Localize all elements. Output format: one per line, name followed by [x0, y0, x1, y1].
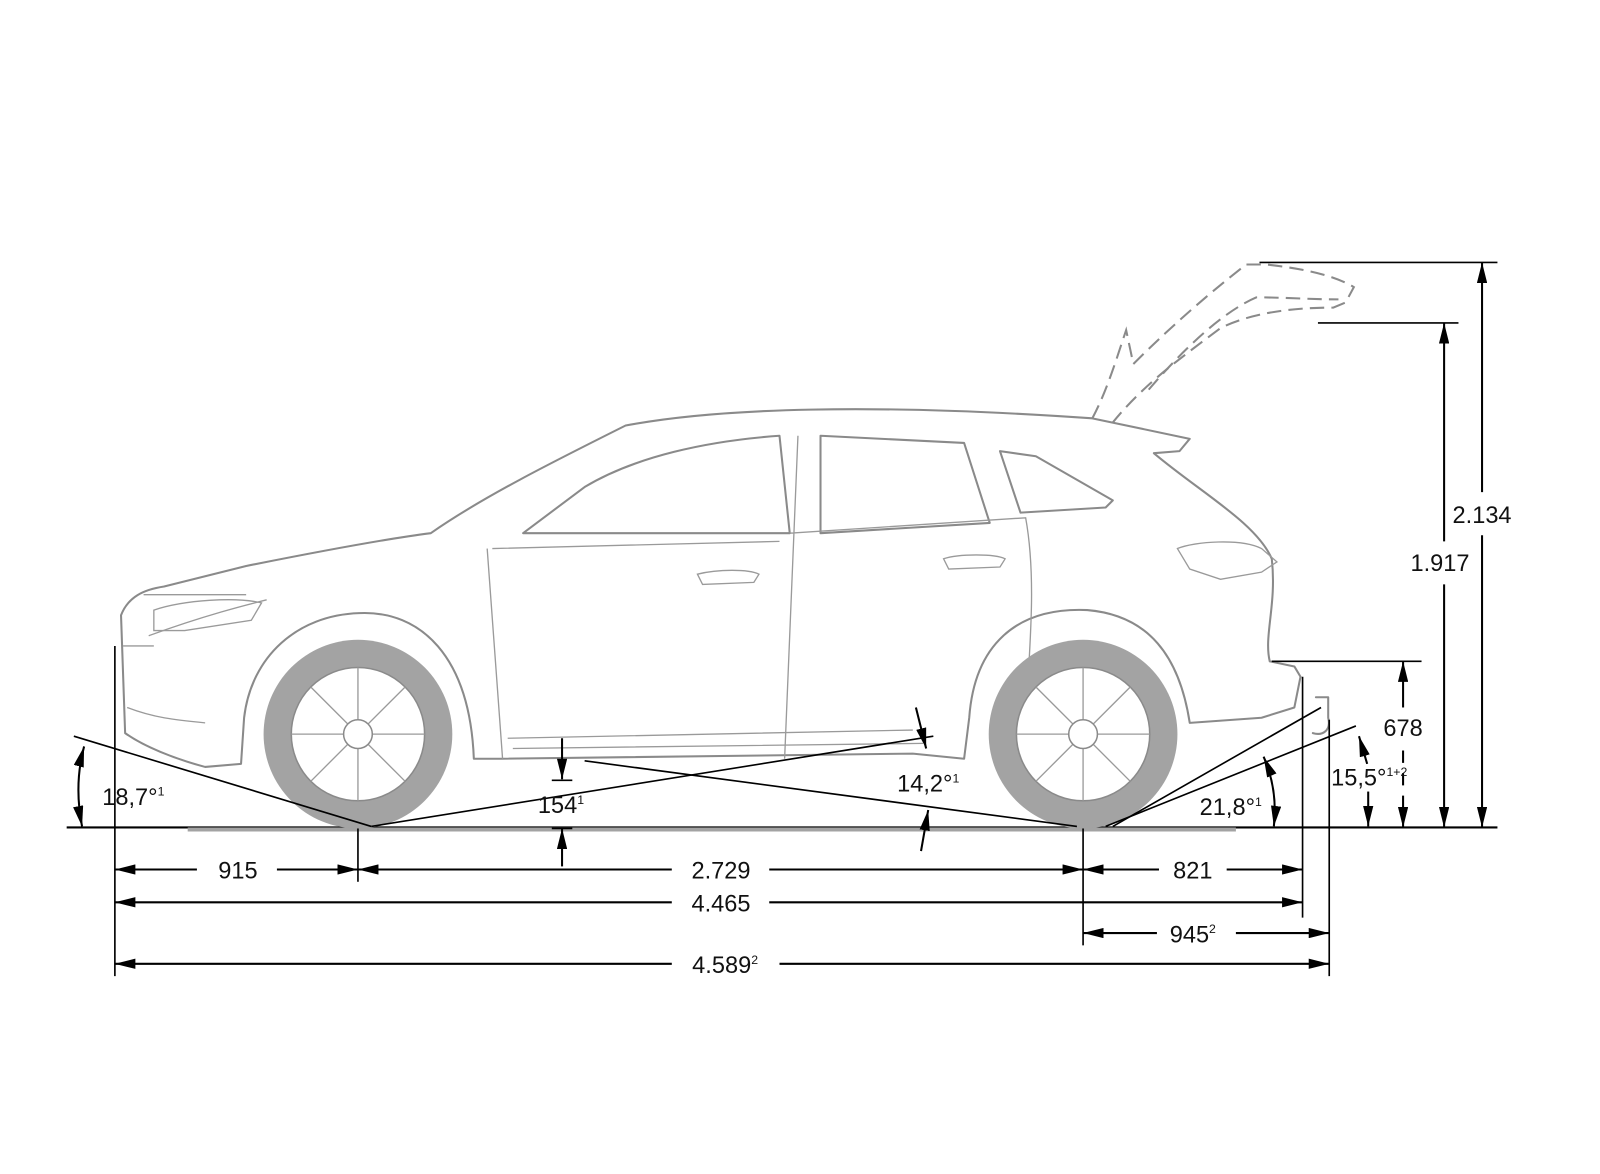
front-wheel — [263, 639, 453, 829]
dim-wheelbase: 2.729 — [357, 858, 1084, 884]
ramp-angle: 14,2°1 — [897, 707, 959, 852]
height-lower-label: 1.917 — [1410, 550, 1469, 576]
dim-length: 4.465 — [114, 891, 1303, 917]
departure-angle-towbar-label: 15,5°1+2 — [1331, 764, 1407, 790]
length-towbar-label: 4.5892 — [692, 952, 758, 978]
departure-angle: 21,8°1 — [1200, 756, 1282, 827]
departure-angle-label: 21,8°1 — [1200, 794, 1262, 820]
car-side-view — [120, 263, 1356, 768]
dim-rear-overhang: 821 — [1083, 858, 1303, 884]
approach-angle-label: 18,7°1 — [102, 784, 164, 810]
dim-length-towbar: 4.5892 — [114, 952, 1330, 978]
approach-angle: 18,7°1 — [73, 746, 165, 827]
front-overhang-label: 915 — [218, 858, 257, 884]
rear-overhang-towbar-label: 9452 — [1170, 921, 1216, 947]
dim-loading-sill: 678 — [1383, 661, 1423, 828]
wheelbase-label: 2.729 — [692, 858, 751, 884]
dim-rear-overhang-towbar: 9452 — [1083, 921, 1330, 947]
departure-angle-towbar: 15,5°1+2 — [1331, 735, 1407, 827]
ground-clearance-label: 1541 — [538, 792, 584, 818]
rear-overhang-label: 821 — [1173, 858, 1212, 884]
height-open-label: 2.134 — [1453, 502, 1512, 528]
extension-lines — [114, 261, 1498, 977]
dim-height-lower: 1.917 — [1410, 322, 1470, 828]
dim-height-open: 2.134 — [1453, 262, 1512, 828]
loading-sill-label: 678 — [1383, 715, 1422, 741]
ramp-angle-label: 14,2°1 — [897, 771, 959, 797]
dim-ground-clearance: 1541 — [538, 738, 584, 867]
dim-front-overhang: 915 — [114, 858, 358, 884]
angle-lines — [73, 706, 1357, 828]
length-label: 4.465 — [692, 891, 751, 917]
rear-wheel — [988, 639, 1178, 829]
tow-hitch — [1311, 696, 1330, 735]
